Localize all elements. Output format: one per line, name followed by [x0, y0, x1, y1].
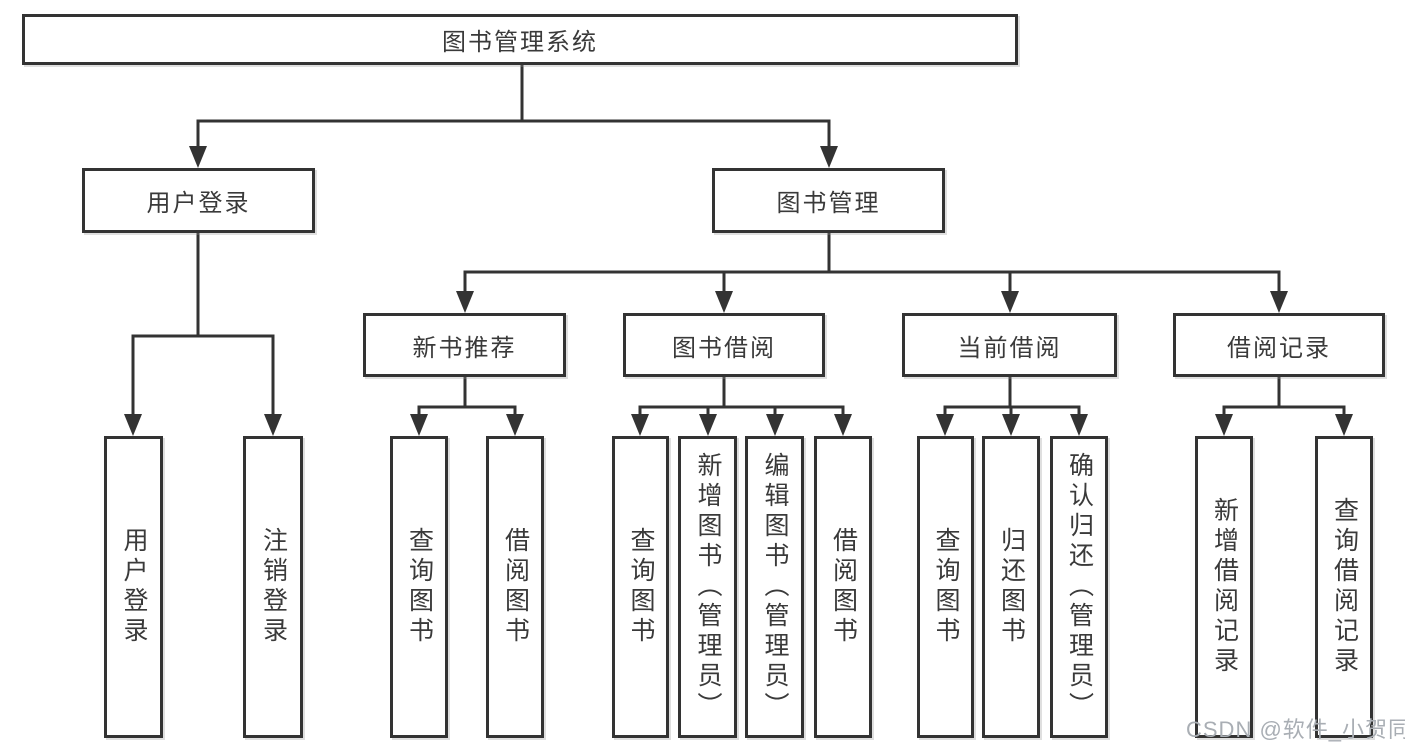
connector-user-login-to-leaves	[124, 231, 282, 436]
leaf-borrow-books-recommend: 借阅图书	[486, 436, 544, 738]
arrowhead	[834, 414, 852, 436]
arrowhead	[1215, 414, 1233, 436]
leaf-confirm-return-admin: 确认归还（管理员）	[1050, 436, 1108, 738]
arrowhead	[820, 146, 838, 168]
leaf-user-login: 用户登录	[104, 436, 163, 738]
leaf-borrow-books: 借阅图书	[814, 436, 872, 738]
leaf-label: 借阅图书	[829, 527, 858, 647]
node-book-management-branch: 图书管理	[712, 168, 945, 233]
node-book-borrow: 图书借阅	[623, 313, 825, 377]
connector-new-book-recommend-to-leaves	[410, 375, 524, 436]
arrowhead	[410, 414, 428, 436]
arrowhead	[715, 291, 733, 313]
arrowhead	[124, 414, 142, 436]
leaf-edit-book-admin: 编辑图书（管理员）	[745, 436, 804, 738]
node-label: 当前借阅	[957, 334, 1062, 362]
node-label: 用户登录	[146, 190, 251, 217]
leaf-label: 注销登录	[259, 527, 288, 647]
connector-book-management-to-level3	[456, 231, 1288, 313]
leaf-label: 查询图书	[932, 527, 960, 647]
arrowhead	[1002, 414, 1020, 436]
node-current-borrow: 当前借阅	[902, 313, 1117, 377]
arrowhead	[699, 414, 717, 436]
leaf-logout: 注销登录	[243, 436, 303, 738]
leaf-add-book-admin: 新增图书（管理员）	[678, 436, 737, 738]
arrowhead	[189, 146, 207, 168]
arrowhead	[1001, 291, 1019, 313]
arrowhead	[456, 291, 474, 313]
node-root-system: 图书管理系统	[22, 14, 1018, 65]
leaf-return-book: 归还图书	[982, 436, 1040, 738]
arrowhead	[506, 414, 524, 436]
arrowhead	[631, 414, 649, 436]
arrowhead	[766, 414, 784, 436]
leaf-label: 确认归还（管理员）	[1065, 452, 1094, 722]
leaf-label: 查询图书	[627, 527, 655, 647]
node-label: 借阅记录	[1227, 334, 1331, 362]
node-label: 图书借阅	[672, 334, 776, 362]
node-label: 图书管理系统	[442, 29, 598, 56]
arrowhead	[1270, 291, 1288, 313]
node-label: 图书管理	[776, 190, 881, 217]
arrowhead	[1335, 414, 1353, 436]
leaf-add-borrow-record: 新增借阅记录	[1195, 436, 1253, 738]
leaf-label: 归还图书	[997, 527, 1026, 647]
connector-borrow-records-to-leaves	[1215, 375, 1353, 436]
arrowhead	[936, 414, 954, 436]
node-label: 新书推荐	[412, 334, 517, 362]
leaf-query-books-borrow: 查询图书	[612, 436, 669, 738]
leaf-query-borrow-record: 查询借阅记录	[1315, 436, 1373, 738]
node-new-book-recommend: 新书推荐	[363, 313, 566, 377]
connector-book-borrow-to-leaves	[631, 375, 852, 436]
node-borrow-records: 借阅记录	[1173, 313, 1385, 377]
leaf-query-books-recommend: 查询图书	[390, 436, 448, 738]
leaf-query-books-current: 查询图书	[917, 436, 974, 738]
leaf-label: 用户登录	[120, 527, 148, 647]
connector-root-to-level2	[189, 62, 838, 168]
leaf-label: 新增借阅记录	[1210, 497, 1239, 677]
leaf-label: 查询图书	[405, 527, 434, 647]
node-user-login-branch: 用户登录	[82, 168, 315, 233]
leaf-label: 编辑图书（管理员）	[761, 452, 789, 722]
csdn-watermark: CSDN @软件_小贺同学	[1186, 717, 1405, 742]
leaf-label: 新增图书（管理员）	[694, 452, 722, 722]
leaf-label: 查询借阅记录	[1330, 497, 1359, 677]
leaf-label: 借阅图书	[501, 527, 530, 647]
connector-current-borrow-to-leaves	[936, 375, 1088, 436]
arrowhead	[1070, 414, 1088, 436]
arrowhead	[264, 414, 282, 436]
